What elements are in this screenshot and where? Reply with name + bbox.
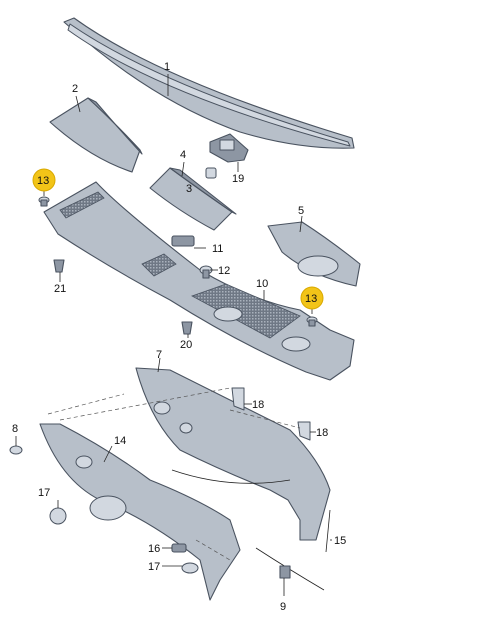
highlight-13-right [300, 286, 324, 310]
part-15-hose [325, 509, 331, 553]
part-3-clip [205, 167, 217, 179]
part-5-cover [267, 221, 361, 287]
clip-18-lower [297, 421, 311, 441]
part-2-duct [49, 97, 143, 173]
fastener-12 [199, 265, 213, 279]
callout-17-upper: 17 [38, 487, 50, 499]
part-14-insulation [39, 423, 241, 601]
fastener-21 [53, 259, 65, 273]
callout-11: 11 [212, 243, 223, 255]
callout-5: 5 [298, 205, 304, 217]
part-9-tube [255, 547, 325, 591]
callout-9: 9 [280, 601, 286, 613]
callout-20: 20 [180, 339, 192, 351]
highlight-13-left [32, 168, 56, 192]
callout-18-upper: 18 [252, 399, 264, 411]
fastener-20 [181, 321, 193, 335]
callout-10: 10 [256, 278, 268, 290]
callout-8: 8 [12, 423, 18, 435]
fastener-13-left [38, 196, 50, 207]
callout-12: 12 [218, 265, 230, 277]
callout-16: 16 [148, 543, 160, 555]
callout-7: 7 [156, 349, 162, 361]
callout-17-lower: 17 [148, 561, 160, 573]
callout-1: 1 [164, 61, 170, 73]
callout-13-left: 13 [37, 175, 49, 187]
clip-18-upper [231, 387, 245, 411]
fastener-16 [171, 543, 187, 553]
fastener-13-right [306, 316, 318, 327]
fastener-17-upper [49, 507, 67, 525]
cable [171, 469, 291, 484]
clip-8 [9, 445, 23, 455]
callout-14: 14 [114, 435, 126, 447]
part-7-insulation [135, 367, 331, 541]
callout-13-right: 13 [305, 293, 317, 305]
part-10-plenum-panel [43, 181, 355, 381]
callout-21: 21 [54, 283, 66, 295]
callout-19: 19 [232, 173, 244, 185]
callout-18-lower: 18 [316, 427, 328, 439]
callout-3: 3 [186, 183, 192, 195]
part-19-clip [209, 133, 249, 163]
fastener-17-lower [181, 562, 199, 574]
part-1-seal-strip [63, 17, 355, 149]
callout-15: 15 [334, 535, 346, 547]
part-4-cover [149, 167, 237, 231]
fastener-11 [171, 235, 195, 247]
callout-2: 2 [72, 83, 78, 95]
callout-4: 4 [180, 149, 186, 161]
